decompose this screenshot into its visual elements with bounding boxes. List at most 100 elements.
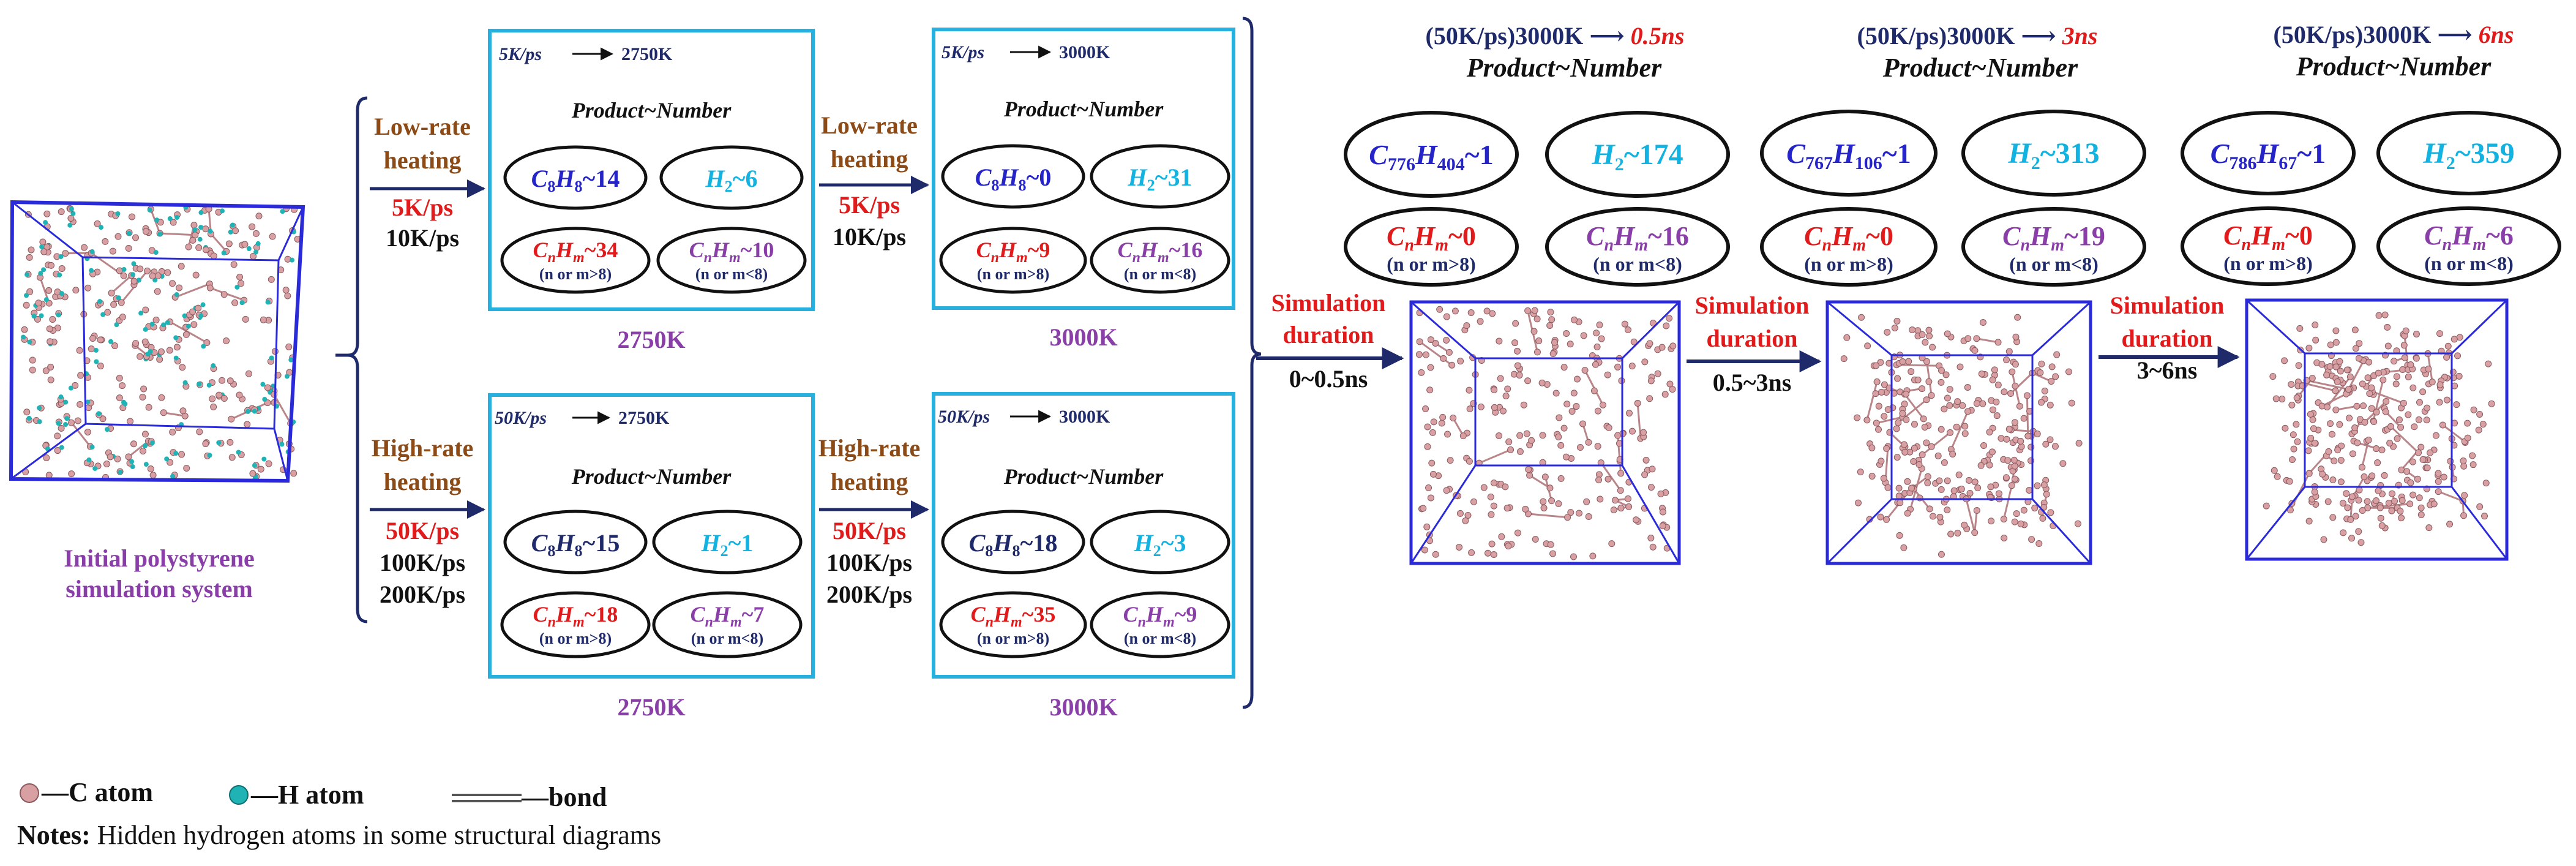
- high-s2-h2: H2~3: [1134, 529, 1186, 560]
- tp2-structure-cube: [1825, 300, 2092, 565]
- low-stage2-box: 5K/ps 3000K Product~Number C8H8~0 H2~31 …: [932, 28, 1235, 310]
- high-s1-temp-label: 2750K: [617, 693, 685, 721]
- low-stage1-box: 5K/ps 2750K Product~Number C8H8~14 H2~6 …: [488, 29, 815, 311]
- low-s1-header-rate: 5K/ps: [499, 44, 542, 64]
- tp3-note-small: (n or m<8): [2424, 252, 2514, 274]
- tp1-note-small: (n or m<8): [1593, 253, 1682, 275]
- low-s1-cnhm-big: CnHm~34: [533, 238, 618, 266]
- high-between-rate-secondary: 100K/ps: [826, 549, 912, 576]
- duration-arrow-2: Simulation duration 0.5~3ns: [1687, 292, 1822, 396]
- low-s2-header-temp: 3000K: [1059, 42, 1110, 62]
- tp2-header-time: 3ns: [2062, 22, 2098, 50]
- low-between-heating-2: heating: [831, 145, 908, 173]
- high-rate-tertiary: 200K/ps: [380, 581, 465, 608]
- tp2-cnhm-big: CnHm~0: [1804, 221, 1893, 255]
- high-s1-c8h8: C8H8~15: [531, 529, 620, 560]
- high-branch: High-rate heating 50K/ps 100K/ps 200K/ps…: [370, 392, 1235, 721]
- high-s1-note-big: (n or m>8): [539, 630, 612, 647]
- low-s2-note-big: (n or m>8): [977, 265, 1049, 283]
- merge-brace: [1242, 17, 1262, 709]
- initial-structure: Initial polystyrene simulation system: [9, 200, 305, 603]
- tp3-note-big: (n or m>8): [2223, 252, 2313, 274]
- duration-arrow-3: Simulation duration 3~6ns: [2099, 292, 2240, 384]
- tp1-cnhm-big: CnHm~0: [1387, 221, 1476, 255]
- duration-2-label-1: Simulation: [1695, 292, 1810, 319]
- high-s1-cnhm-small: CnHm~7: [691, 602, 765, 630]
- legend: —C atom —H atom —bond Notes: Hidden hydr…: [17, 777, 661, 850]
- tp3-structure-cube: [2245, 298, 2509, 561]
- tp3-cnhm-small: CnHm~6: [2424, 220, 2514, 254]
- low-rate-secondary: 10K/ps: [386, 224, 459, 252]
- high-stage1-box: 50K/ps 2750K Product~Number C8H8~15 H2~1…: [488, 393, 815, 679]
- low-s2-h2: H2~31: [1128, 164, 1193, 194]
- legend-bond: —bond: [521, 782, 607, 812]
- low-s2-c8h8: C8H8~0: [975, 164, 1052, 194]
- time-panel-3: (50K/ps)3000K ⟶ 6ns Product~Number C786H…: [2181, 21, 2561, 561]
- duration-arrow-1: Simulation duration 0~0.5ns: [1256, 289, 1404, 393]
- low-between-rate-secondary: 10K/ps: [833, 223, 906, 250]
- tp1-structure-cube: [1409, 300, 1681, 565]
- low-s1-note-small: (n or m<8): [695, 265, 768, 283]
- high-s2-c8h8: C8H8~18: [969, 529, 1058, 560]
- initial-molecule-cloud: [21, 205, 301, 481]
- low-s2-title: Product~Number: [1003, 97, 1164, 121]
- duration-2-range: 0.5~3ns: [1713, 369, 1792, 396]
- legend-h-atom: —H atom: [250, 780, 364, 810]
- duration-3-label-1: Simulation: [2110, 292, 2225, 319]
- tp2-title: Product~Number: [1882, 53, 2078, 83]
- notes-text: Hidden hydrogen atoms in some structural…: [91, 820, 661, 850]
- high-heating-label-1: High-rate: [372, 434, 474, 462]
- tp2-h2: H2~313: [2007, 137, 2099, 173]
- high-heating-label-2: heating: [384, 468, 462, 495]
- high-between-heating-1: High-rate: [818, 434, 921, 462]
- svg-text:(50K/ps)3000K ⟶ 6ns: (50K/ps)3000K ⟶ 6ns: [2274, 21, 2514, 48]
- low-s2-cnhm-big: CnHm~9: [976, 238, 1050, 266]
- tp3-cnhm-big: CnHm~0: [2223, 220, 2313, 254]
- svg-text:(50K/ps)3000K ⟶ 0.5ns: (50K/ps)3000K ⟶ 0.5ns: [1426, 22, 1685, 50]
- bond-icon: [452, 794, 522, 802]
- low-s1-temp-label: 2750K: [617, 326, 685, 353]
- c-atom-icon: [20, 783, 39, 803]
- high-s2-header-rate: 50K/ps: [938, 407, 990, 427]
- tp1-header-time: 0.5ns: [1631, 22, 1685, 50]
- low-s2-note-small: (n or m<8): [1124, 265, 1196, 283]
- tp3-header-prefix: (50K/ps)3000K: [2274, 21, 2432, 48]
- low-s1-c8h8: C8H8~14: [531, 165, 620, 195]
- initial-cube: [9, 200, 305, 483]
- low-s1-h2: H2~6: [705, 165, 758, 195]
- initial-label-line2: simulation system: [66, 575, 253, 603]
- high-stage2-box: 50K/ps 3000K Product~Number C8H8~18 H2~3…: [932, 392, 1235, 679]
- tp3-header-time: 6ns: [2479, 21, 2514, 48]
- duration-3-range: 3~6ns: [2137, 356, 2198, 384]
- tp1-h2: H2~174: [1591, 138, 1683, 175]
- notes: Notes: Hidden hydrogen atoms in some str…: [17, 820, 661, 850]
- high-s2-temp-label: 3000K: [1049, 693, 1117, 721]
- legend-c-atom: —C atom: [41, 777, 153, 807]
- high-s2-note-small: (n or m<8): [1124, 630, 1196, 647]
- high-s1-note-small: (n or m<8): [691, 630, 763, 647]
- tp2-note-small: (n or m<8): [2009, 253, 2099, 275]
- tp3-carbon-cluster: C786H67~1: [2211, 138, 2326, 173]
- low-s1-note-big: (n or m>8): [539, 265, 612, 283]
- high-s2-cnhm-small: CnHm~9: [1123, 602, 1197, 630]
- notes-label: Notes:: [17, 820, 91, 850]
- low-s2-header-rate: 5K/ps: [942, 42, 984, 62]
- low-s1-title: Product~Number: [571, 98, 732, 122]
- low-heating-label-1: Low-rate: [374, 113, 471, 140]
- main-brace: [335, 96, 368, 623]
- high-between-rate-tertiary: 200K/ps: [826, 581, 912, 608]
- low-between-heating-1: Low-rate: [821, 111, 918, 139]
- tp1-header-prefix: (50K/ps)3000K: [1426, 22, 1584, 50]
- high-s1-h2: H2~1: [701, 529, 754, 560]
- duration-1-label-2: duration: [1283, 321, 1374, 348]
- high-s2-title: Product~Number: [1003, 464, 1164, 489]
- high-s2-note-big: (n or m>8): [977, 630, 1049, 647]
- tp2-carbon-cluster: C767H106~1: [1786, 138, 1911, 173]
- low-s1-cnhm-small: CnHm~10: [689, 238, 774, 266]
- high-between-heating-2: heating: [831, 468, 908, 495]
- tp2-cnhm-small: CnHm~19: [2002, 221, 2105, 255]
- high-s1-title: Product~Number: [571, 464, 732, 489]
- low-branch: Low-rate heating 5K/ps 10K/ps 5K/ps 2750…: [370, 28, 1235, 353]
- tp1-title: Product~Number: [1466, 53, 1662, 83]
